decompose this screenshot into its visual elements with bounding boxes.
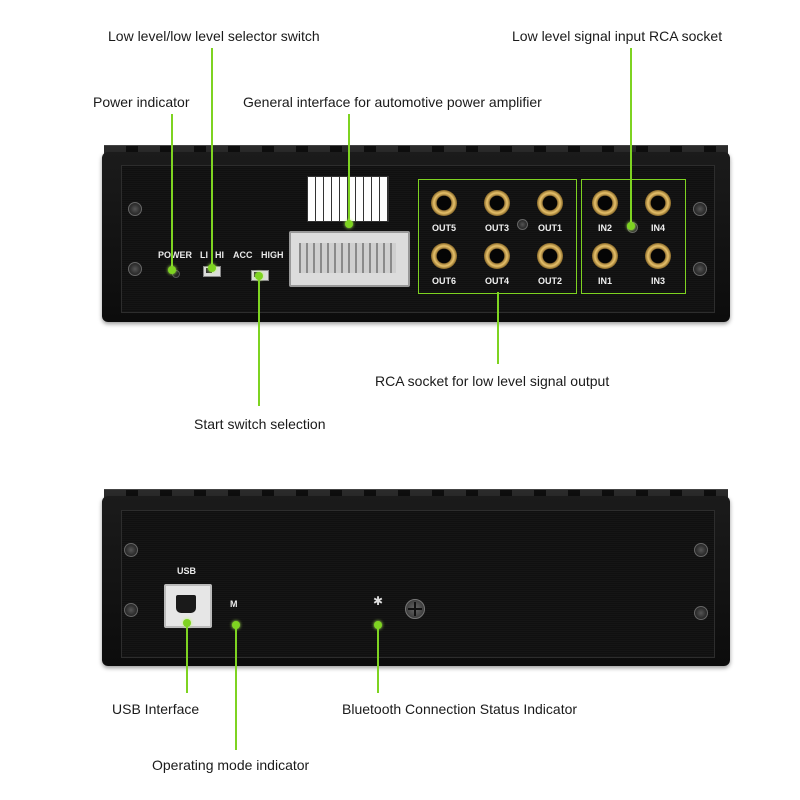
callout-low-level-selector: Low level/low level selector switch — [108, 28, 320, 44]
rca-socket-in3[interactable] — [645, 243, 671, 269]
power-connector[interactable] — [289, 231, 410, 287]
rca-label-out3: OUT3 — [484, 223, 509, 233]
rca-socket-out5[interactable] — [431, 190, 457, 216]
leader-line — [377, 625, 379, 693]
callout-rca-output: RCA socket for low level signal output — [375, 373, 610, 389]
leader-line — [348, 114, 350, 224]
rca-label-out6: OUT6 — [431, 276, 456, 286]
bottom-unit-panel — [121, 510, 715, 658]
callout-bluetooth-status: Bluetooth Connection Status Indicator — [342, 701, 578, 717]
screw-icon — [693, 202, 707, 216]
rca-socket-out4[interactable] — [484, 243, 510, 269]
connector-pins — [299, 243, 396, 273]
usb-port[interactable] — [164, 584, 212, 628]
hi-label: HI — [215, 250, 224, 260]
screw-icon — [124, 603, 138, 617]
bolt-icon — [405, 599, 425, 619]
leader-line — [171, 114, 173, 270]
mode-label: M — [230, 599, 238, 609]
screw-icon — [694, 606, 708, 620]
rca-socket-out1[interactable] — [537, 190, 563, 216]
screw-icon — [124, 543, 138, 557]
usb-label: USB — [177, 566, 197, 576]
input-group-box — [581, 179, 686, 294]
rca-label-out1: OUT1 — [537, 223, 562, 233]
leader-dot — [627, 222, 635, 230]
li-label: LI — [200, 250, 208, 260]
leader-line — [630, 48, 632, 226]
rca-socket-in1[interactable] — [592, 243, 618, 269]
leader-dot — [168, 266, 176, 274]
callout-usb-interface: USB Interface — [112, 701, 200, 717]
screw-icon — [517, 219, 528, 230]
power-label: POWER — [158, 250, 193, 260]
leader-dot — [345, 220, 353, 228]
leader-line — [497, 292, 499, 364]
callout-general-interface: General interface for automotive power a… — [243, 94, 542, 110]
rca-socket-out2[interactable] — [537, 243, 563, 269]
rca-label-in2: IN2 — [597, 223, 612, 233]
rca-label-in1: IN1 — [597, 276, 612, 286]
rca-socket-in2[interactable] — [592, 190, 618, 216]
leader-line — [186, 623, 188, 693]
rca-socket-out3[interactable] — [484, 190, 510, 216]
rca-label-out5: OUT5 — [431, 223, 456, 233]
rca-label-out2: OUT2 — [537, 276, 562, 286]
leader-dot — [208, 264, 216, 272]
leader-line — [235, 625, 237, 750]
high-label: HIGH — [261, 250, 284, 260]
leader-line — [211, 48, 213, 268]
rca-label-in3: IN3 — [650, 276, 665, 286]
rca-socket-out6[interactable] — [431, 243, 457, 269]
screw-icon — [694, 543, 708, 557]
screw-icon — [128, 202, 142, 216]
callout-operating-mode: Operating mode indicator — [152, 757, 310, 773]
rca-socket-in4[interactable] — [645, 190, 671, 216]
bluetooth-icon: ✱ — [373, 594, 384, 608]
power-led — [172, 270, 180, 278]
leader-line — [258, 276, 260, 406]
acc-label: ACC — [233, 250, 253, 260]
callout-low-level-input: Low level signal input RCA socket — [512, 28, 723, 44]
screw-icon — [128, 262, 142, 276]
callout-start-switch: Start switch selection — [194, 416, 326, 432]
rca-label-in4: IN4 — [650, 223, 665, 233]
rca-label-out4: OUT4 — [484, 276, 509, 286]
screw-icon — [693, 262, 707, 276]
callout-power-indicator: Power indicator — [93, 94, 190, 110]
